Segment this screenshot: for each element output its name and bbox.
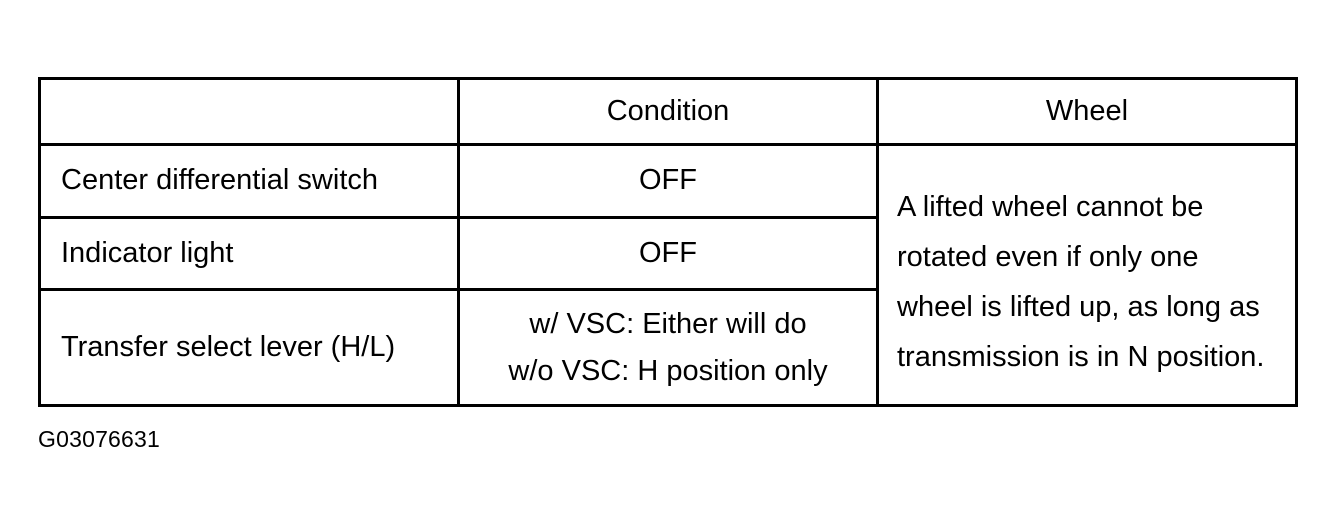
condition-value: OFF	[639, 164, 697, 197]
item-label: Center differential switch	[61, 164, 379, 197]
cell-item-indicator-light: Indicator light	[38, 216, 460, 291]
header-label-wheel: Wheel	[1045, 94, 1129, 127]
table-row: Indicator light OFF	[38, 216, 1297, 291]
header-cell-item	[38, 77, 460, 146]
cell-condition-indicator-light: OFF	[457, 216, 879, 291]
condition-value: OFF	[639, 236, 697, 269]
cell-item-center-differential-switch: Center differential switch	[38, 143, 460, 219]
condition-value-line-2: w/o VSC: H position only	[508, 354, 828, 387]
table-header-row: Condition Wheel	[38, 77, 1298, 146]
cell-item-transfer-select-lever: Transfer select lever (H/L)	[38, 288, 460, 407]
table-row: Center differential switch OFF A lifted …	[38, 143, 1298, 407]
header-cell-condition: Condition	[457, 77, 879, 146]
condition-value-line-1: w/ VSC: Either will do	[529, 307, 807, 340]
specification-table: Condition Wheel Center differential swit…	[38, 77, 1298, 407]
wheel-note-text: A lifted wheel cannot be rotated even if…	[897, 191, 1265, 373]
item-label: Indicator light	[61, 236, 234, 269]
figure-caption: G03076631	[38, 426, 161, 452]
item-label: Transfer select lever (H/L)	[61, 330, 396, 363]
header-cell-wheel: Wheel	[876, 77, 1298, 146]
header-label-condition: Condition	[606, 94, 730, 127]
cell-wheel-note: A lifted wheel cannot be rotated even if…	[876, 143, 1298, 407]
cell-condition-center-differential-switch: OFF	[457, 143, 879, 219]
table-row: Transfer select lever (H/L) w/ VSC: Eith…	[38, 288, 1297, 407]
cell-condition-transfer-select-lever: w/ VSC: Either will do w/o VSC: H positi…	[457, 288, 879, 407]
